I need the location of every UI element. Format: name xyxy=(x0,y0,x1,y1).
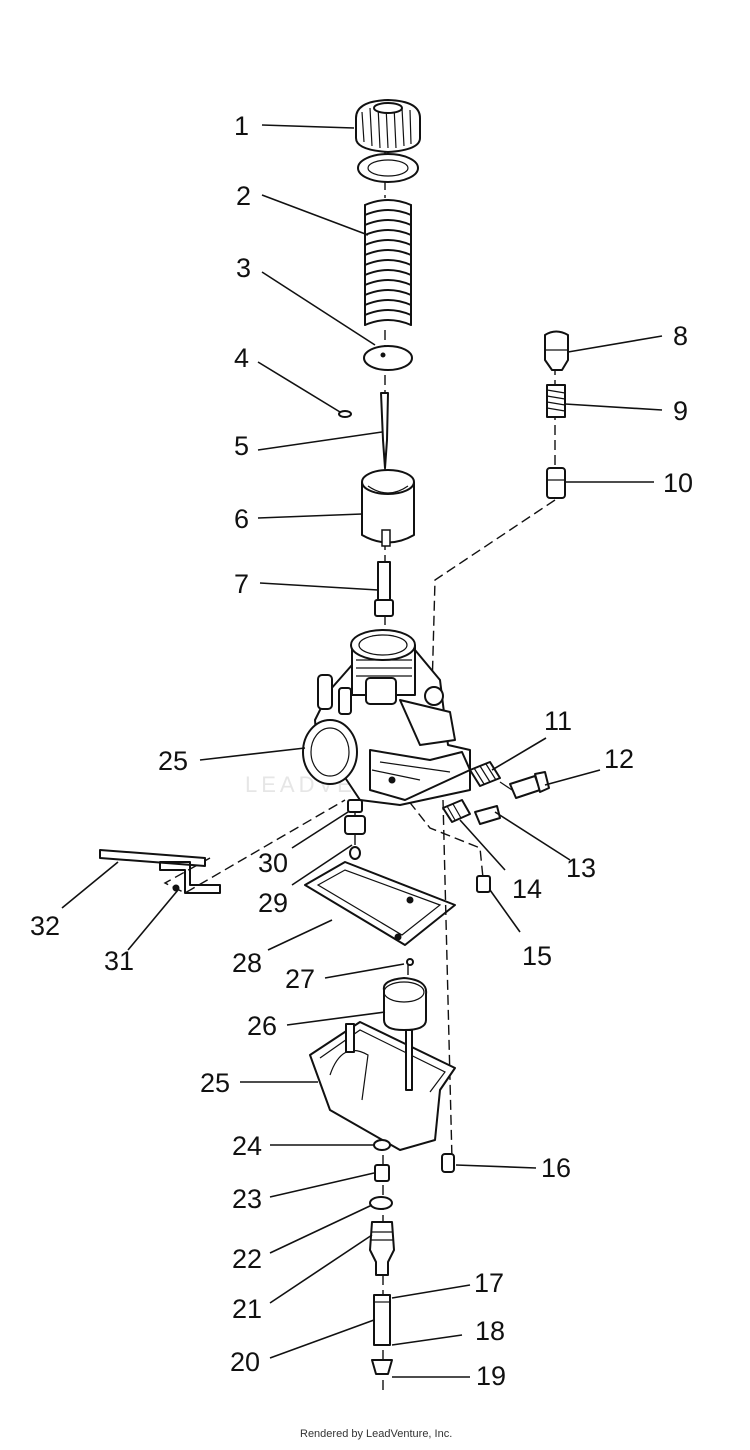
part-12-stop-screw xyxy=(499,771,550,799)
callout-13: 13 xyxy=(566,853,596,883)
part-28-gasket xyxy=(304,861,456,946)
part-21-jet-holder xyxy=(369,1221,395,1276)
callout-8: 8 xyxy=(673,321,688,351)
callout-9: 9 xyxy=(673,396,688,426)
part-30-29-jets xyxy=(344,799,366,860)
callout-18: 18 xyxy=(475,1316,505,1346)
leader-lines xyxy=(61,124,663,1378)
callout-1: 1 xyxy=(234,111,249,141)
callout-21: 21 xyxy=(232,1294,262,1324)
part-13-pilot-screw xyxy=(442,799,501,825)
callout-4: 4 xyxy=(234,343,249,373)
callout-17: 17 xyxy=(474,1268,504,1298)
callout-32: 32 xyxy=(30,911,60,941)
callout-28: 28 xyxy=(232,948,262,978)
part-25-float-bowl xyxy=(309,1021,456,1151)
callout-23: 23 xyxy=(232,1184,262,1214)
part-11-screw xyxy=(469,761,501,787)
part-31-32-links xyxy=(99,849,221,894)
callout-31: 31 xyxy=(104,946,134,976)
callout-22: 22 xyxy=(232,1244,262,1274)
callout-7: 7 xyxy=(234,569,249,599)
part-23-jet xyxy=(374,1164,390,1182)
callout-2: 2 xyxy=(236,181,251,211)
carburetor-body xyxy=(302,629,471,806)
callout-3: 3 xyxy=(236,253,251,283)
callout-19: 19 xyxy=(476,1361,506,1391)
callout-labels: 1 2 3 4 5 6 7 8 9 10 11 12 13 14 15 16 1… xyxy=(30,111,693,1391)
part-19-cap xyxy=(371,1359,393,1375)
part-2-spring xyxy=(364,198,412,328)
part-16-drain-screw xyxy=(441,1153,455,1173)
callout-5: 5 xyxy=(234,431,249,461)
part-26-float xyxy=(382,977,428,1031)
part-3-clip-plate xyxy=(363,345,413,371)
part-22-o-ring xyxy=(369,1196,393,1210)
callout-29: 29 xyxy=(258,888,288,918)
callout-26: 26 xyxy=(247,1011,277,1041)
part-4-e-clip xyxy=(338,410,352,418)
callout-30: 30 xyxy=(258,848,288,878)
part-9-spring xyxy=(546,384,566,418)
callout-10: 10 xyxy=(663,468,693,498)
callout-24: 24 xyxy=(232,1131,262,1161)
callout-25-bowl: 25 xyxy=(200,1068,230,1098)
part-6-throttle-slide xyxy=(361,469,415,547)
part-5-needle xyxy=(380,392,389,469)
footer-credit: Rendered by LeadVenture, Inc. xyxy=(300,1428,452,1440)
callout-15: 15 xyxy=(522,941,552,971)
part-24-washer xyxy=(373,1139,391,1151)
callout-16: 16 xyxy=(541,1153,571,1183)
part-27-pin xyxy=(406,958,414,966)
part-8-cap xyxy=(544,330,569,371)
callout-12: 12 xyxy=(604,744,634,774)
part-15-screw xyxy=(476,875,491,893)
part-1-washer xyxy=(357,153,419,183)
callout-6: 6 xyxy=(234,504,249,534)
callout-11: 11 xyxy=(544,706,572,736)
part-7-needle-jet xyxy=(374,561,394,617)
callout-14: 14 xyxy=(512,874,542,904)
part-10-screw xyxy=(546,467,566,499)
callout-25-body: 25 xyxy=(158,746,188,776)
callout-27: 27 xyxy=(285,964,315,994)
part-1-cap xyxy=(355,99,421,153)
callout-20: 20 xyxy=(230,1347,260,1377)
part-20-tube xyxy=(373,1294,391,1346)
